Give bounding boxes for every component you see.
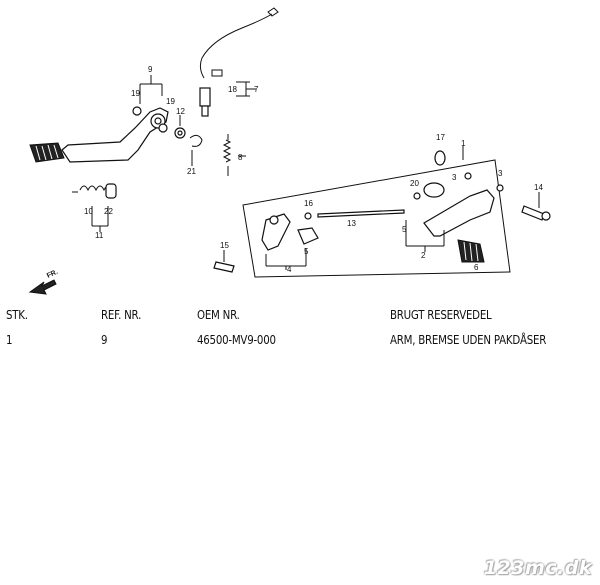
front-direction-indicator: FR. <box>28 269 59 295</box>
callout-22: 22 <box>104 207 113 216</box>
callout-5a: 5 <box>402 225 407 234</box>
callout-20: 20 <box>410 179 419 188</box>
callout-14: 14 <box>534 183 543 192</box>
watermark-logo: 123mc.dk <box>483 557 592 579</box>
callout-2: 2 <box>421 251 426 260</box>
callout-1: 1 <box>461 139 466 148</box>
table-header: STK. REF. NR. OEM NR. BRUGT RESERVEDEL <box>0 307 600 325</box>
header-description: BRUGT RESERVEDEL <box>390 307 492 322</box>
header-ref-nr: REF. NR. <box>101 307 142 322</box>
callout-5b: 5 <box>304 247 309 256</box>
callout-7: 7 <box>254 85 259 94</box>
callout-9: 9 <box>148 65 153 74</box>
callout-10: 10 <box>84 207 93 216</box>
callout-19a: 19 <box>131 89 140 98</box>
callout-3a: 3 <box>452 173 457 182</box>
callout-16: 16 <box>304 199 313 208</box>
callout-21: 21 <box>187 167 196 176</box>
callout-19b: 19 <box>166 97 175 106</box>
pedal-rubber-grip <box>29 142 65 163</box>
callout-6: 6 <box>474 263 479 272</box>
direction-label: FR. <box>46 269 59 280</box>
callout-12: 12 <box>176 107 185 116</box>
callout-4: 4 <box>287 265 292 274</box>
gearshift-assembly: 17 1 20 3 3 14 16 13 5 2 15 5 4 6 <box>213 133 551 278</box>
cell-stk: 1 <box>6 332 13 347</box>
header-stk: STK. <box>6 307 28 322</box>
front-arrow-icon <box>28 279 57 295</box>
callout-11: 11 <box>95 231 104 240</box>
header-oem-nr: OEM NR. <box>197 307 240 322</box>
brake-switch-assembly: 18 7 8 <box>199 7 279 176</box>
callout-18: 18 <box>228 85 237 94</box>
shift-peg <box>457 239 485 263</box>
callout-17: 17 <box>436 133 445 142</box>
cell-oem-nr: 46500-MV9-000 <box>197 332 276 347</box>
callout-15: 15 <box>220 241 229 250</box>
callout-8: 8 <box>238 153 243 162</box>
table-row[interactable]: 1 9 46500-MV9-000 ARM, BREMSE UDEN PAKDÅ… <box>0 332 600 350</box>
brake-pedal-assembly: 9 19 19 12 21 10 22 11 <box>29 65 203 240</box>
callout-3b: 3 <box>498 169 503 178</box>
cell-ref-nr: 9 <box>101 332 108 347</box>
callout-13: 13 <box>347 219 356 228</box>
parts-diagram: 9 19 19 12 21 10 22 11 18 7 8 <box>28 7 551 295</box>
cell-description: ARM, BREMSE UDEN PAKDÅSER <box>390 332 547 347</box>
